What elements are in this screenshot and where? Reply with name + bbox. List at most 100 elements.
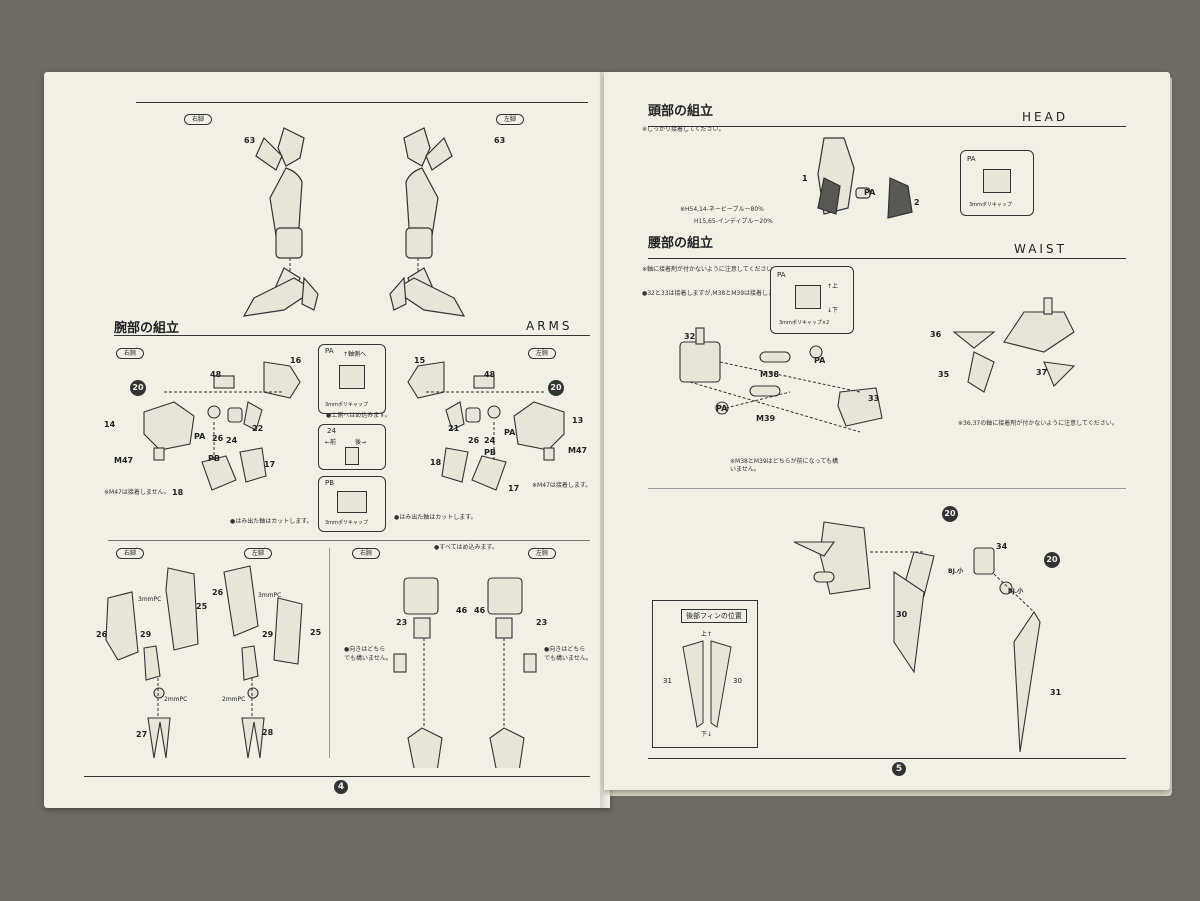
part-17-r: 17 [264,460,276,469]
waist-part-pa-1: PA [814,356,826,365]
waist-pa-down: ↓下 [827,307,839,314]
head-pa-box: PA 3mmポリキャップ [960,150,1034,216]
waist-illustration [679,327,883,433]
waist-pa-box: PA ↑上 ↓下 3mmポリキャップ×2 [770,266,854,334]
part-26-lower-l: 26 [212,588,224,597]
arms-rule [114,335,590,336]
part-25-l: 25 [310,628,322,637]
part-24-l: 24 [484,436,496,445]
pa-polycap-shape [339,365,365,389]
rear-fin-shape [682,640,732,728]
tag-left-leg: 左脚 [496,114,525,125]
arms-title-en: ARMS [526,319,573,333]
part-bj-small-2: BJ.小 [1008,588,1024,595]
waist-part-m39: M39 [756,414,776,423]
part-2mmpc-l: 2mmPC [222,696,246,703]
top-rule [136,102,588,103]
part-26-lower-r: 26 [96,630,108,639]
waist-bottom-rule [648,488,1126,489]
part-48-l: 48 [484,370,496,379]
part-29-l: 29 [262,630,274,639]
waist-pa-box-label: PA [777,271,786,279]
part-34: 34 [996,542,1008,551]
part-46-l: 46 [474,606,486,615]
head-pa-shape [983,169,1011,193]
note-m47-left: ※M47は接着します。 [532,482,592,489]
waist-title-jp: 腰部の組立 [648,236,714,251]
pa-box-label: PA [325,347,334,355]
tag-lower-right-leg: 右脚 [116,548,145,559]
note-direction-b: ●向きはどちら でも構いません。 [544,646,592,662]
tag-lower-left-arm: 左腕 [528,548,557,559]
page-number-5: 5 [892,762,906,776]
rear-fin-position-box: 後部フィンの位置 上↑ 31 30 下↓ [652,600,758,748]
part-2mmpc-r: 2mmPC [164,696,188,703]
tag-right-leg: 右脚 [184,114,213,125]
part-pa-r: PA [194,432,206,441]
lower-parts-illustration [105,565,537,768]
waist-note-1: ※軸に接着剤が付かないように注意してください。 [642,266,779,273]
waist-pa-up: ↑上 [827,283,839,290]
waist-pa-shape [795,285,821,309]
part-18-l: 18 [430,458,442,467]
pb-box-caption: 3mmポリキャップ [325,520,368,526]
waist-note-2: ●32と33は接着しますが,M38とM39は接着しません。 [642,290,792,297]
waist-note-4: ※36,37の軸に接着剤が付かないように注意してください。 [958,420,1118,427]
head-note: ※しっかり接着してください。 [642,126,725,133]
right-page: 頭部の組立 HEAD ※しっかり接着してください。 1 2 PA ※H54,14… [604,72,1170,790]
arms-bottom-rule [108,540,590,541]
waist-pa-box-caption: 3mmポリキャップ×2 [779,320,830,326]
front-back-box: 24 ←前 後→ [318,424,386,470]
note-direction-a: ●向きはどちら でも構いません。 [344,646,392,662]
note-m47-right: ※M47は接着しません。 [104,489,170,496]
part-63-left: 63 [494,136,506,145]
part-16: 16 [290,356,302,365]
part-pb-l: PB [484,448,496,457]
part-pa-l: PA [504,428,516,437]
head-part-2: 2 [914,198,920,207]
pa-box-arrow: ↑軸側へ [343,351,367,358]
head-part-1: 1 [802,174,808,183]
rear-fin-title: 後部フィンの位置 [681,609,747,623]
waist-part-32: 32 [684,332,696,341]
page-number-4: 4 [334,780,348,794]
paint-note-1: ※H54,14-ネービーブルー80% [680,206,764,213]
pa-polycap-box: PA ↑軸側へ 3mmポリキャップ [318,344,386,414]
head-part-pa: PA [864,188,876,197]
part-63-right: 63 [244,136,256,145]
part-48-r: 48 [210,370,222,379]
part-24-shape [345,447,359,465]
note-cut-left: ●はみ出た軸はカットします。 [394,514,477,521]
part-14: 14 [104,420,116,429]
pa-box-caption: 3mmポリキャップ [325,402,368,408]
fin-part-31: 31 [663,677,672,685]
part-29-r: 29 [140,630,152,639]
arm-assembly-illustration [143,361,565,491]
fin-down-label: 下↓ [701,731,713,738]
lower-divider [329,548,330,758]
head-illustration [817,137,913,219]
badge-right-arm: 20 [130,380,146,396]
part-23-r: 23 [396,618,408,627]
part-15: 15 [414,356,426,365]
part-26-r: 26 [212,434,224,443]
part-23-l: 23 [536,618,548,627]
right-bottom-rule [648,758,1126,759]
part-18-r: 18 [172,488,184,497]
waist-title-en: WAIST [1014,242,1067,256]
pb-polycap-shape [337,491,367,513]
waist-note-3: ※M38とM39はどちらが前になっても構いません。 [730,458,839,473]
leg-assembly-illustration [242,127,466,317]
waist-part-m38: M38 [760,370,780,379]
part-m47-r: M47 [114,456,134,465]
part-30-bottom: 30 [896,610,908,619]
left-page: 右脚 左脚 63 63 腕部の組立 ARMS 右腕 左腕 20 20 [44,72,610,808]
arms-title-jp: 腕部の組立 [114,321,180,336]
waist-part-35: 35 [938,370,950,379]
part-31-bottom: 31 [1050,688,1062,697]
rear-fin-assembly-illustration [793,521,1041,752]
note-all-insert: ●すべてはめ込みます。 [434,544,498,551]
part-3mmpc-r: 3mmPC [138,596,162,603]
waist-part-33: 33 [868,394,880,403]
part-pb-r: PB [208,454,220,463]
